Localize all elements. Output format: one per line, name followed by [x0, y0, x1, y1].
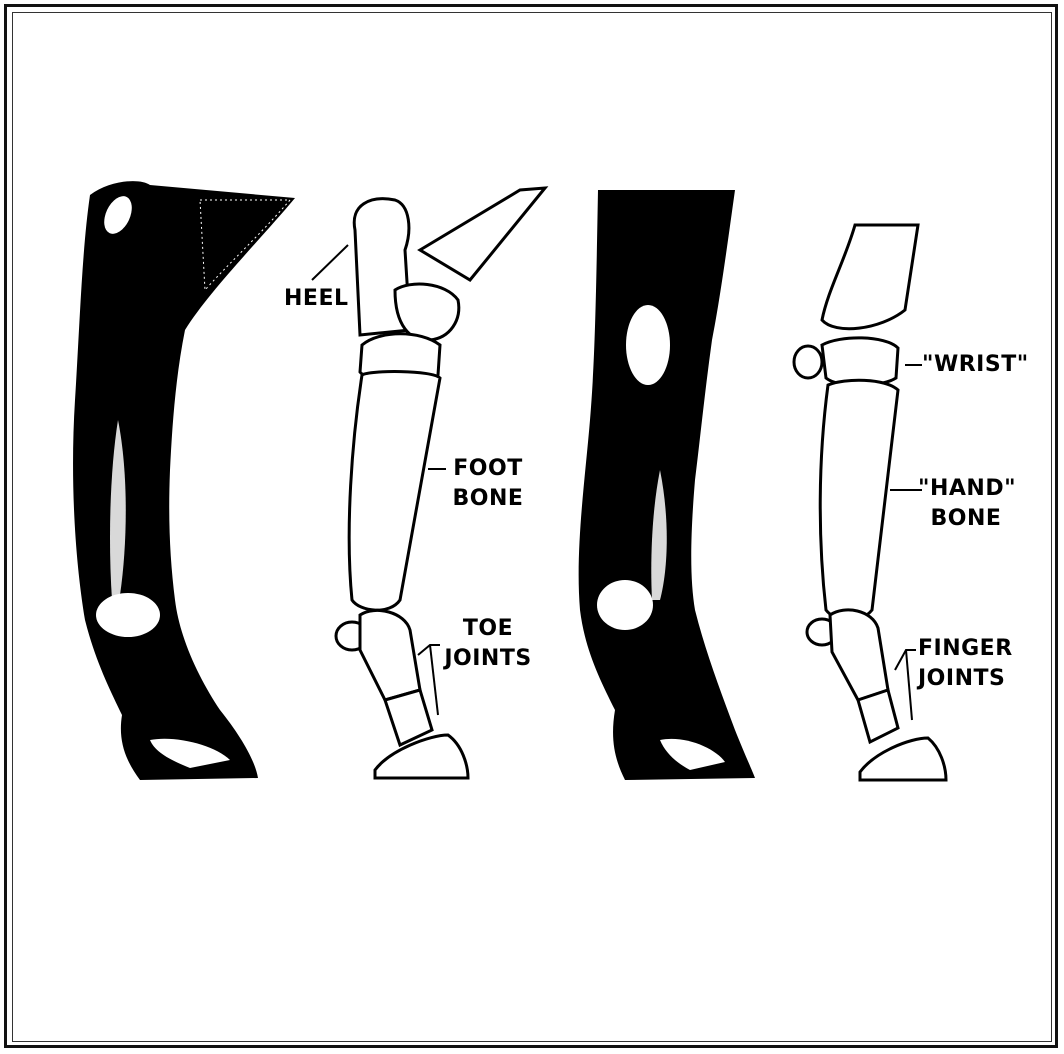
hand-bone-label: "HAND" BONE — [918, 474, 1014, 534]
finger-joints-label-line2: JOINTS — [918, 664, 1013, 694]
foot-bone-label-line1: FOOT — [446, 454, 530, 484]
heel-label: HEEL — [284, 284, 349, 314]
hind-leg-silhouette — [73, 181, 295, 780]
finger-joints-bracket — [895, 650, 916, 720]
fore-leg-silhouette — [579, 190, 755, 780]
hand-bone-label-line2: BONE — [918, 504, 1014, 534]
foot-bone-label-line2: BONE — [446, 484, 530, 514]
toe-joints-label-line1: TOE — [440, 614, 536, 644]
toe-joints-label: TOE JOINTS — [440, 614, 536, 674]
finger-joints-label-line1: FINGER — [918, 634, 1013, 664]
hand-bone-label-line1: "HAND" — [918, 474, 1014, 504]
wrist-label: "WRIST" — [922, 350, 1029, 380]
foot-bone-label: FOOT BONE — [446, 454, 530, 514]
heel-leader-line — [312, 245, 348, 280]
finger-joints-label: FINGER JOINTS — [918, 634, 1013, 694]
toe-joints-label-line2: JOINTS — [440, 644, 536, 674]
